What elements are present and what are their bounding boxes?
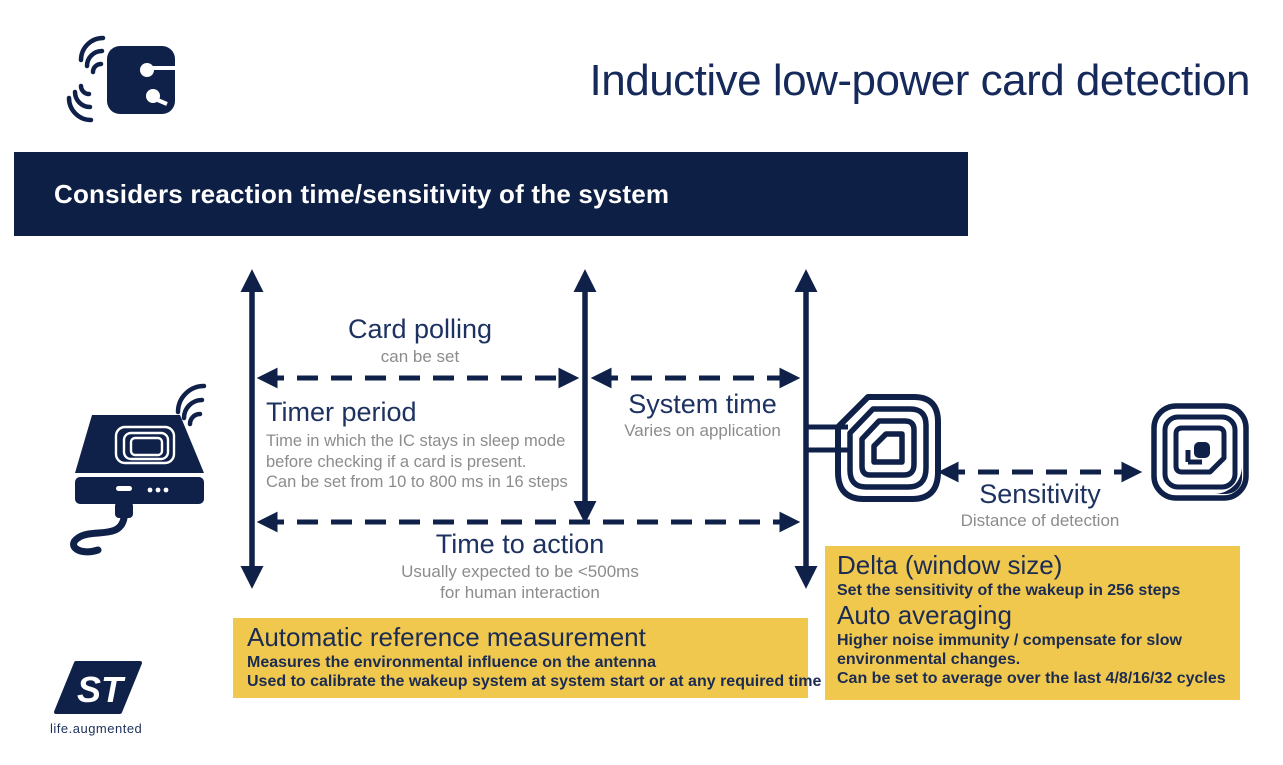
auto-reference-callout: Automatic reference measurement Measures… <box>233 618 822 698</box>
card-reader-device-icon <box>70 383 207 556</box>
st-tagline: life.augmented <box>50 721 143 736</box>
reader-antenna-coil-icon <box>835 394 941 502</box>
delta-line: Set the sensitivity of the wakeup in 256… <box>837 582 1181 599</box>
auto-reference-line: Measures the environmental influence on … <box>247 654 656 671</box>
contactless-wallet-icon <box>66 35 175 123</box>
timer-period-line: before checking if a card is present. <box>266 452 527 471</box>
st-microelectronics-logo: ST <box>54 661 142 714</box>
auto-averaging-title: Auto averaging <box>837 600 1012 630</box>
auto-reference-line: Used to calibrate the wakeup system at s… <box>247 673 822 690</box>
st-logo-letters: ST <box>77 669 126 710</box>
delta-averaging-callout: Delta (window size) Set the sensitivity … <box>825 546 1240 700</box>
card-polling-label: Card polling <box>347 314 493 344</box>
auto-reference-title: Automatic reference measurement <box>247 622 646 652</box>
timer-period-label: Timer period <box>266 397 417 427</box>
auto-averaging-line: Can be set to average over the last 4/8/… <box>837 670 1226 687</box>
timer-period-description: Time in which the IC stays in sleep mode… <box>266 431 568 493</box>
sensitivity-subtitle: Distance of detection <box>960 511 1120 530</box>
system-time-subtitle: Varies on application <box>624 421 781 440</box>
auto-averaging-line: Higher noise immunity / compensate for s… <box>837 632 1182 649</box>
auto-averaging-line: environmental changes. <box>837 651 1021 668</box>
system-time-label: System time <box>628 389 777 419</box>
nfc-tag-coil-icon <box>1151 403 1249 501</box>
card-polling-subtitle: can be set <box>380 347 460 366</box>
time-to-action-subtitle: Usually expected to be <500ms <box>401 562 639 581</box>
delta-title: Delta (window size) <box>837 550 1063 580</box>
time-to-action-subtitle: for human interaction <box>440 583 600 602</box>
banner-text: Considers reaction time/sensitivity of t… <box>54 178 670 209</box>
timer-period-line: Time in which the IC stays in sleep mode <box>266 432 566 450</box>
section-banner: Considers reaction time/sensitivity of t… <box>14 152 968 236</box>
page-title: Inductive low-power card detection <box>589 56 1251 105</box>
time-to-action-label: Time to action <box>435 529 605 559</box>
timer-period-line: Can be set from 10 to 800 ms in 16 steps <box>266 473 568 491</box>
sensitivity-label: Sensitivity <box>979 479 1101 509</box>
